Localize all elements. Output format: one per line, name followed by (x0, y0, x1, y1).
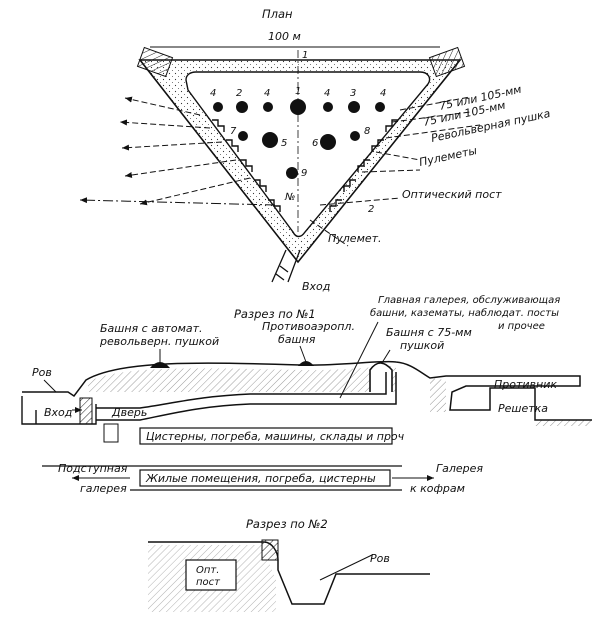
gun-number: 4 (264, 88, 270, 99)
plan-gun-numbers: 4 2 4 1 4 3 4 7 5 6 8 9 (210, 86, 386, 179)
gun-position (236, 101, 248, 113)
section-1: Разрез по №1 Главная галерея, обслуживаю… (21, 294, 592, 495)
entry-door-block (79, 397, 93, 425)
plan-entry-tunnel (271, 249, 301, 283)
label-tower-auto-1: Башня с автомат. (100, 322, 203, 335)
section1-earth-hatch (88, 366, 396, 392)
plan-view: План 100 м 1 № Вход (79, 7, 552, 293)
section2-wall-block (261, 539, 279, 561)
plan-inner-triangle (185, 71, 431, 238)
plan-marker-2: 2 (368, 204, 374, 215)
section1-moat (21, 396, 97, 425)
plan-width-label: 100 м (268, 30, 301, 43)
gun-position (263, 102, 273, 112)
label-to-coffers-1: Галерея (436, 462, 483, 475)
section1-earth-mound (22, 360, 592, 421)
pointer-line (319, 554, 373, 581)
label-approach-2: галерея (80, 482, 127, 495)
gun-position (348, 101, 360, 113)
section1-ground-hatch-right (430, 378, 592, 426)
label-living: Жилые помещения, погреба, цистерны (145, 472, 376, 485)
plan-corner-block-right (428, 46, 466, 78)
gun-position (350, 131, 360, 141)
gun-position (290, 99, 306, 115)
callout-optical: Оптический пост (402, 188, 502, 201)
gun-position (213, 102, 223, 112)
gun-position (320, 134, 336, 150)
gun-number: 6 (312, 138, 318, 149)
label-approach-1: Подступная (58, 462, 128, 475)
main-gallery (96, 372, 397, 421)
section1-title: Разрез по №1 (234, 307, 316, 321)
label-gallery-3: и прочее (498, 321, 545, 332)
pointer-line (299, 345, 307, 363)
gun-number: 7 (230, 126, 237, 137)
living-box (139, 469, 391, 487)
gun-number: 5 (281, 138, 287, 149)
label-tower75-1: Башня с 75-мм (386, 326, 472, 339)
section2-opt-2: пост (196, 577, 221, 588)
callout-mg-single: Пулемет. (328, 232, 382, 245)
plan-steps-right (329, 119, 398, 212)
plan-steps-left (212, 119, 281, 212)
label-entry: Вход (44, 406, 72, 419)
label-tower75-2: пушкой (400, 339, 444, 352)
label-grate: Решетка (498, 402, 548, 415)
tower-aa-dome (298, 361, 314, 366)
callout-mg: Пулеметы (418, 144, 478, 169)
cisterns-box (139, 427, 393, 445)
gun-position (262, 132, 278, 148)
plan-firing-lines-left (79, 96, 276, 206)
gun-number: 9 (301, 168, 307, 179)
section2-opt-post-box (185, 559, 237, 591)
gun-position (286, 167, 298, 179)
gun-number: 4 (380, 88, 386, 99)
label-to-coffers-2: к кофрам (410, 482, 465, 495)
tower-auto-dome (150, 362, 170, 368)
tower-75-dome (369, 362, 393, 392)
label-gallery-2: башни, казематы, наблюдат. посты (370, 307, 559, 319)
section2-moat-label: Ров (370, 552, 390, 565)
gun-number: 4 (324, 88, 330, 99)
gun-number: 8 (364, 126, 370, 137)
label-gallery-1: Главная галерея, обслуживающая (378, 294, 560, 306)
plan-marker-1: 1 (302, 50, 308, 61)
label-door: Дверь (111, 406, 147, 419)
gun-number: 3 (350, 88, 356, 99)
plan-gun-positions (213, 99, 385, 179)
gun-number: 4 (210, 88, 216, 99)
label-aa-2: башня (278, 333, 316, 346)
plan-entry-label: Вход (302, 280, 330, 293)
pointer-line (43, 379, 57, 393)
plan-title: План (262, 7, 293, 21)
gun-number: 1 (295, 86, 301, 97)
label-aa-1: Противоаэропл. (262, 320, 355, 333)
plan-corner-block-left (136, 46, 174, 78)
lower-shaft (103, 423, 119, 443)
label-moat: Ров (32, 366, 52, 379)
section-2: Разрез по №2 Опт. пост Ров (148, 517, 430, 612)
plan-no-label: № (284, 192, 295, 203)
label-cisterns: Цистерны, погреба, машины, склады и проч (146, 430, 405, 443)
gun-number: 2 (236, 88, 242, 99)
section2-opt-1: Опт. (196, 565, 219, 576)
gun-position (375, 102, 385, 112)
gun-position (238, 131, 248, 141)
gun-position (323, 102, 333, 112)
label-enemy: Противник (494, 378, 557, 391)
label-tower-auto-2: револьверн. пушкой (99, 335, 219, 348)
plan-firing-lines-right (309, 96, 481, 247)
section2-title: Разрез по №2 (246, 517, 328, 531)
